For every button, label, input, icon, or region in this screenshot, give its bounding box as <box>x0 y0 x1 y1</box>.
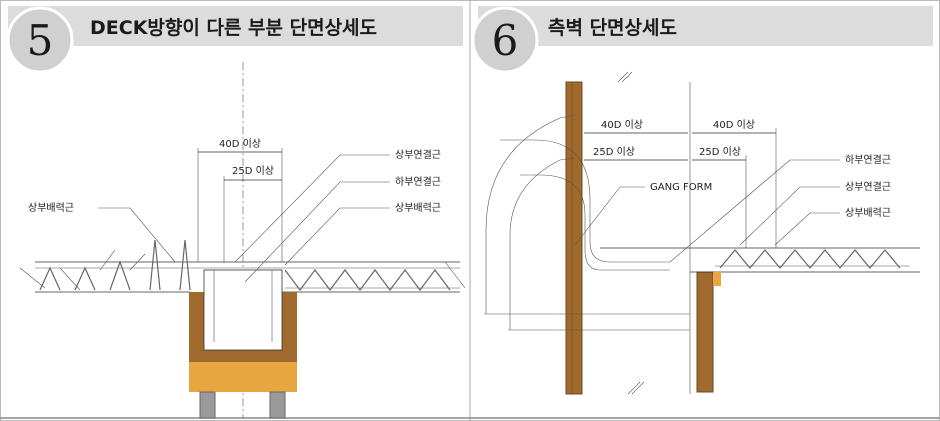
left-form-bottom-timber <box>189 362 297 392</box>
left-leader-upper-splice <box>234 154 390 263</box>
right-short-wall <box>696 271 714 393</box>
left-deck-diagonals <box>19 249 146 291</box>
right-dim-left-outer-label: 40D 이상 <box>601 119 643 131</box>
right-label-upper-splice: 상부연결근 <box>845 181 891 193</box>
left-label-upper-dist-right: 상부배력근 <box>395 202 441 214</box>
left-number-badge <box>6 6 74 74</box>
left-form-side-right <box>282 292 297 360</box>
right-break-mark-top <box>617 71 633 83</box>
left-label-upper-dist-left: 상부배력근 <box>28 202 74 214</box>
left-section-drawing: 40D 이상 25D 이상 상부연결근 하부연결근 상부배력근 상부배력근 <box>19 62 466 419</box>
right-hook-arc <box>485 114 576 314</box>
right-section-drawing: 40D 이상 25D 이상 40D 이상 25D 이상 GANG FORM 하부… <box>484 71 920 395</box>
right-leader-upper-dist <box>774 212 840 246</box>
right-deck-support <box>713 272 721 286</box>
right-deck-truss <box>719 249 901 269</box>
right-hook-arc-inner <box>509 157 576 330</box>
right-wall-gang-form <box>565 81 583 395</box>
right-panel-number: 6 <box>492 16 519 65</box>
right-dim-left-inner-label: 25D 이상 <box>593 146 635 158</box>
right-number-badge <box>471 6 539 74</box>
left-leader-upper-dist-left <box>98 207 176 263</box>
left-deck-ribs <box>39 239 191 291</box>
left-panel-header: 5 DECK방향이 다른 부분 단면상세도 <box>6 6 463 74</box>
left-post-2 <box>269 391 286 419</box>
right-dim-right-inner-label: 25D 이상 <box>699 146 741 158</box>
left-dim-inner-label: 25D 이상 <box>232 165 274 177</box>
right-leader-lower-splice <box>669 159 840 263</box>
right-label-lower-splice: 하부연결근 <box>845 153 891 166</box>
right-leader-upper-splice <box>739 186 840 246</box>
right-dim-right-outer-label: 40D 이상 <box>713 119 755 131</box>
right-panel-title: 측벽 단면상세도 <box>548 17 677 39</box>
left-label-lower-splice: 하부연결근 <box>395 175 441 188</box>
right-header-band <box>478 6 933 46</box>
left-header-band <box>8 6 463 46</box>
left-leader-upper-dist-right <box>284 207 390 266</box>
left-label-upper-splice: 상부연결근 <box>395 149 441 161</box>
right-label-gang-form: GANG FORM <box>650 182 712 193</box>
left-post-1 <box>199 391 216 419</box>
left-dim-outer-label: 40D 이상 <box>219 138 261 150</box>
right-hook-outer <box>500 139 670 263</box>
left-form-side-left <box>189 292 204 360</box>
right-break-mark-bottom <box>627 381 645 395</box>
right-leader-gang-form <box>574 186 645 246</box>
right-deck-truss <box>284 269 451 291</box>
left-panel-title: DECK방향이 다른 부분 단면상세도 <box>90 17 377 39</box>
left-form-bottom-board <box>189 350 297 362</box>
left-leader-lower-splice <box>244 181 390 283</box>
right-panel-header: 6 측벽 단면상세도 <box>471 6 933 74</box>
left-beam-void <box>203 269 283 351</box>
left-panel-number: 5 <box>27 16 54 65</box>
right-hook-inner <box>520 174 670 271</box>
right-deck-diagonal-end <box>444 261 466 289</box>
right-label-upper-dist: 상부배력근 <box>845 207 891 219</box>
